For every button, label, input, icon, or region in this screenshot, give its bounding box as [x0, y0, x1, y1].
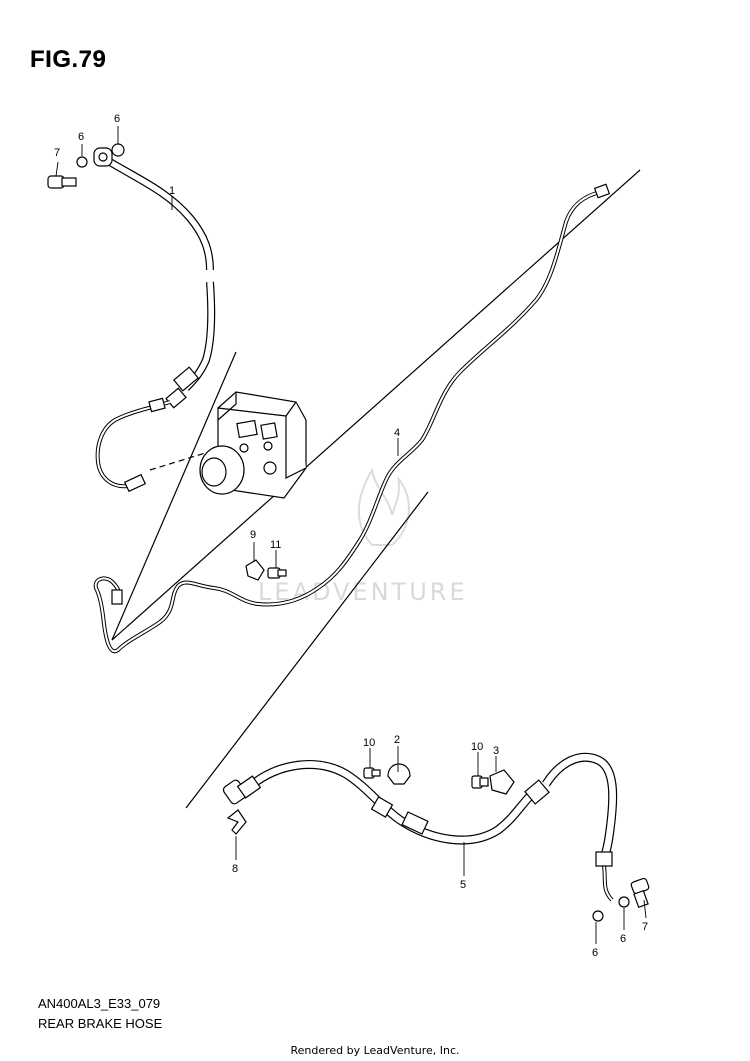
leader-line-lower [185, 491, 429, 809]
callout-8: 8 [232, 863, 238, 875]
figure-title: FIG.79 [30, 46, 107, 73]
callout-1: 1 [169, 185, 175, 197]
callouts: 7 6 6 1 4 9 11 10 2 10 3 8 5 6 6 7 [54, 113, 648, 959]
part-4-brake-pipe [93, 183, 611, 654]
callout-6-upper-right: 6 [114, 113, 120, 125]
callout-11: 11 [270, 539, 281, 551]
callout-4: 4 [394, 427, 400, 439]
part-10-bolt-left [363, 767, 381, 779]
callout-9: 9 [250, 529, 256, 541]
callout-7-upper: 7 [54, 147, 60, 159]
callout-10-left: 10 [363, 737, 375, 749]
callout-6-upper-left: 6 [78, 131, 84, 143]
part-7-bolt-lower [630, 877, 650, 909]
part-5-lower-brake-hose [222, 752, 618, 902]
part-6-washer-lower-right [618, 896, 630, 908]
watermark-flame-icon [357, 467, 410, 546]
leader-line-abs-dash [149, 449, 216, 471]
part-9-clamp [245, 559, 265, 581]
callout-10-right: 10 [471, 741, 483, 753]
part-6-washer-upper-right [111, 143, 125, 157]
part-7-bolt-upper [47, 175, 77, 189]
part-8-clip [226, 809, 247, 835]
callout-6-lower-left: 6 [592, 947, 598, 959]
part-1-upper-brake-hose [93, 147, 216, 409]
diagram-name: REAR BRAKE HOSE [38, 1016, 163, 1031]
leader-line-abs [111, 351, 237, 641]
part-2-clamp [387, 763, 411, 785]
callout-leaders [55, 126, 647, 944]
callout-6-lower-right: 6 [620, 933, 626, 945]
part-6-washer-upper-left [76, 156, 88, 168]
callout-7-lower: 7 [642, 921, 648, 933]
part-6-washer-lower-left [592, 910, 604, 922]
diagram-code: AN400AL3_E33_079 [38, 996, 161, 1011]
abs-unit [199, 391, 307, 499]
figure-title: FIG.79 [30, 46, 107, 73]
part-10-bolt-right [471, 775, 489, 789]
callout-3: 3 [493, 745, 499, 757]
part-11-bolt [267, 567, 287, 579]
abs-connector-pipe [95, 397, 171, 493]
rendered-by-credit: Rendered by LeadVenture, Inc. [290, 1044, 460, 1057]
callout-2: 2 [394, 734, 400, 746]
leader-line-main [111, 169, 641, 641]
callout-5: 5 [460, 879, 466, 891]
part-3-clamp [489, 769, 515, 795]
